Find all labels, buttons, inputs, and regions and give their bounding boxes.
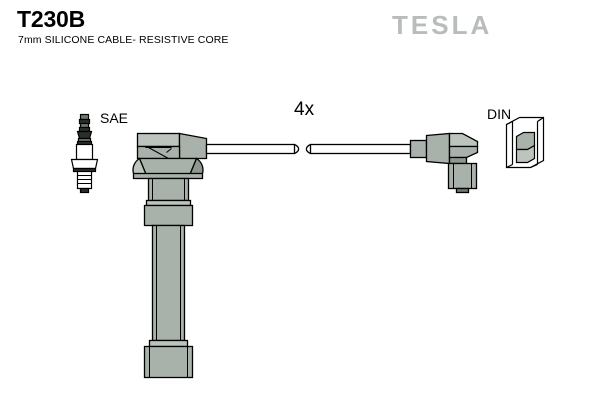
sae-spark-plug-boot: [132, 132, 208, 379]
cable-break-symbol: [294, 143, 311, 155]
page-title: T230B: [17, 6, 86, 32]
din-distributor-boot: [409, 132, 479, 194]
part-subtitle: 7mm SILICONE CABLE- RESISTIVE CORE: [18, 34, 229, 46]
label-din: DIN: [487, 106, 512, 122]
brand-logo: TESLA: [392, 10, 493, 40]
ignition-cable: [205, 143, 412, 155]
din-terminal-icon: [505, 116, 545, 169]
spark-plug-icon: [70, 113, 99, 194]
label-quantity: 4x: [294, 99, 315, 120]
label-sae: SAE: [100, 110, 129, 126]
